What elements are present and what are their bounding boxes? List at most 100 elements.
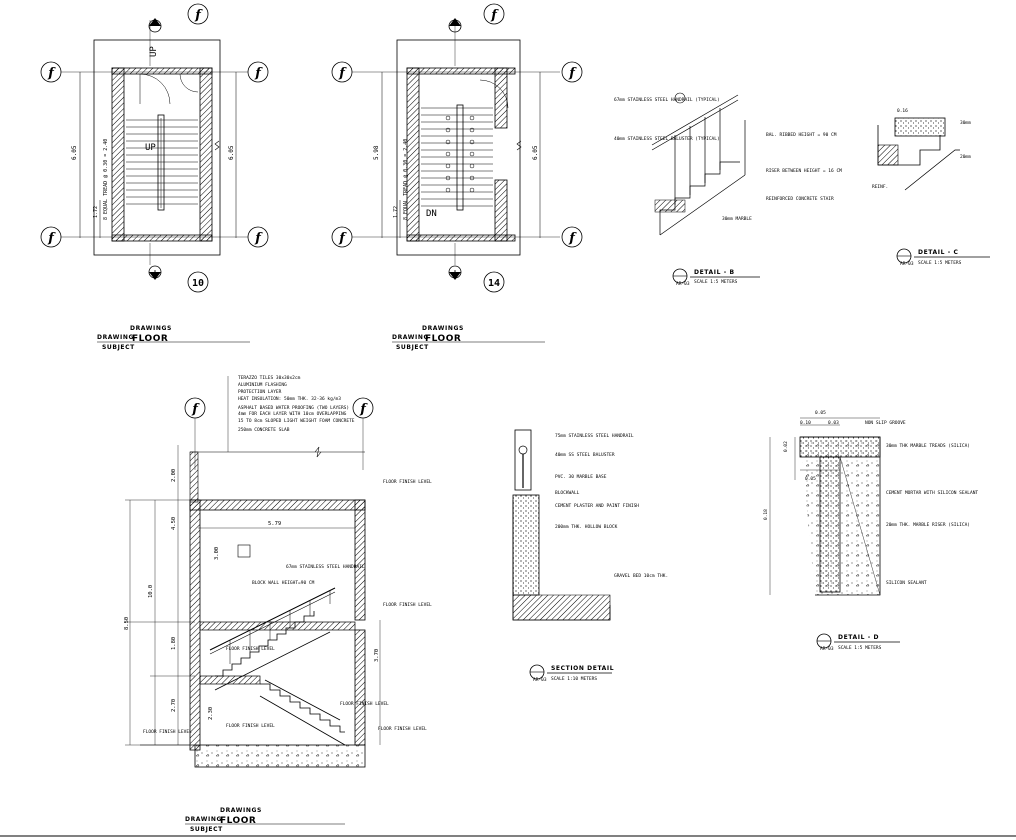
detail-a-notes: 75mm STAINLESS STEEL HANDRAIL 40mm SS ST… xyxy=(555,433,668,579)
svg-text:f: f xyxy=(47,231,56,246)
svg-text:FLOOR FINISH LEVEL: FLOOR FINISH LEVEL xyxy=(378,726,427,732)
svg-text:NON SLIP GROOVE: NON SLIP GROOVE xyxy=(865,420,906,426)
svg-text:f: f xyxy=(47,66,56,81)
stair-plan-2: f f f f f 14 A DN 5.98 6.05 1.72 8 EQUAL… xyxy=(331,3,583,293)
dn-label: DN xyxy=(426,209,437,219)
dim-left-plan1: 6.05 xyxy=(71,145,78,160)
svg-text:5.79: 5.79 xyxy=(268,521,281,527)
svg-text:30mm THK MARBLE TREADS (SILICA: 30mm THK MARBLE TREADS (SILICA) xyxy=(886,443,970,449)
svg-text:FLOOR FINISH LEVEL: FLOOR FINISH LEVEL xyxy=(143,729,192,735)
svg-text:DETAIL - D: DETAIL - D xyxy=(838,634,879,641)
svg-text:TERAZZO TILES 30x30x2cm: TERAZZO TILES 30x30x2cm xyxy=(238,375,301,381)
svg-text:0.03: 0.03 xyxy=(828,420,839,426)
svg-text:1.72: 1.72 xyxy=(93,206,99,218)
grid-bubble: 14 xyxy=(483,271,505,293)
svg-text:SCALE 1:10 METERS: SCALE 1:10 METERS xyxy=(551,676,597,682)
svg-text:75mm STAINLESS STEEL HANDRAIL: 75mm STAINLESS STEEL HANDRAIL xyxy=(555,433,634,439)
grid-bubble: f xyxy=(187,3,209,25)
stair-note-plan1: 8 EQUAL TREAD @ 0.30 = 2.40 xyxy=(103,139,109,220)
svg-text:2.70: 2.70 xyxy=(171,699,177,712)
grid-bubble: f xyxy=(247,61,269,83)
svg-text:1.72: 1.72 xyxy=(393,206,399,218)
svg-text:FLOOR FINISH LEVEL: FLOOR FINISH LEVEL xyxy=(383,602,432,608)
svg-text:UP: UP xyxy=(149,46,159,57)
svg-text:10: 10 xyxy=(192,278,204,289)
svg-text:f: f xyxy=(490,8,499,23)
svg-text:ASPHALT BASED WATER PROOFING (: ASPHALT BASED WATER PROOFING (TWO LAYERS… xyxy=(238,405,349,411)
svg-text:SUBJECT: SUBJECT xyxy=(102,344,135,351)
svg-text:BLOCKWALL: BLOCKWALL xyxy=(555,490,580,496)
svg-text:2.00: 2.00 xyxy=(171,469,177,482)
svg-text:8.50: 8.50 xyxy=(124,617,130,630)
dim-right-plan1: 6.05 xyxy=(228,145,235,160)
svg-text:DRAWINGS: DRAWINGS xyxy=(220,807,262,814)
svg-text:DETAIL - C: DETAIL - C xyxy=(918,249,958,256)
svg-text:SECTION DETAIL: SECTION DETAIL xyxy=(551,665,614,672)
up-label: UP xyxy=(145,143,156,153)
svg-text:SUBJECT: SUBJECT xyxy=(190,826,223,833)
svg-text:AR-03: AR-03 xyxy=(900,261,914,267)
svg-text:1.80: 1.80 xyxy=(171,637,177,650)
detail-b: 67mm STAINLESS STEEL HANDRAIL (TYPICAL) … xyxy=(614,92,842,287)
svg-text:f: f xyxy=(568,66,577,81)
svg-text:200mm THK. HOLLOW BLOCK: 200mm THK. HOLLOW BLOCK xyxy=(555,524,618,530)
svg-text:250mm CONCRETE SLAB: 250mm CONCRETE SLAB xyxy=(238,427,290,433)
svg-text:A: A xyxy=(453,270,456,276)
svg-text:0.16: 0.16 xyxy=(897,108,908,114)
svg-text:SILICON SEALANT: SILICON SEALANT xyxy=(886,580,927,586)
svg-text:3.70: 3.70 xyxy=(374,649,380,662)
drawing-title-plan1: DRAWINGS DRAWING FLOOR SUBJECT xyxy=(97,325,250,351)
stair-plan-1: f f f f f 10 A UP UP 6.05 6.05 1.72 8 EQ… xyxy=(40,3,269,293)
svg-text:BAL. RIBBED HEIGHT = 90 CM: BAL. RIBBED HEIGHT = 90 CM xyxy=(766,132,837,138)
svg-text:40mm SS STEEL BALUSTER: 40mm SS STEEL BALUSTER xyxy=(555,452,615,458)
level-labels: FLOOR FINISH LEVEL FLOOR FINISH LEVEL FL… xyxy=(143,479,432,735)
grid-bubble: f xyxy=(40,226,62,248)
detail-b-notes: 67mm STAINLESS STEEL HANDRAIL (TYPICAL) … xyxy=(614,97,842,222)
svg-text:15 TO 8cm SLOPED LIGHT WEIGHT: 15 TO 8cm SLOPED LIGHT WEIGHT FOAM CONCR… xyxy=(238,418,355,424)
drawing-title-section: DRAWINGS DRAWING FLOOR SUBJECT xyxy=(185,807,345,833)
svg-text:PVC. 30 MARBLE BASE: PVC. 30 MARBLE BASE xyxy=(555,474,607,480)
svg-text:FLOOR FINISH LEVEL: FLOOR FINISH LEVEL xyxy=(226,646,275,652)
svg-text:f: f xyxy=(254,231,263,246)
svg-text:AR-03: AR-03 xyxy=(533,677,547,683)
svg-text:AR-03: AR-03 xyxy=(820,646,834,652)
svg-text:SCALE 1:5 METERS: SCALE 1:5 METERS xyxy=(918,260,962,266)
svg-text:FLOOR FINISH LEVEL: FLOOR FINISH LEVEL xyxy=(340,701,389,707)
svg-text:10.0: 10.0 xyxy=(148,585,154,598)
svg-text:SCALE 1:5 METERS: SCALE 1:5 METERS xyxy=(838,645,882,651)
section-marker xyxy=(448,18,462,33)
svg-text:FLOOR: FLOOR xyxy=(132,334,168,344)
detail-c-title: AR-03 DETAIL - C SCALE 1:5 METERS xyxy=(896,248,990,267)
svg-text:3.00: 3.00 xyxy=(214,547,220,560)
svg-text:GRAVEL BED 10cm THK.: GRAVEL BED 10cm THK. xyxy=(614,573,668,579)
svg-text:2.30: 2.30 xyxy=(208,707,214,720)
svg-text:SCALE 1:5 METERS: SCALE 1:5 METERS xyxy=(694,279,738,285)
stair-treads-plan1 xyxy=(126,119,198,205)
svg-text:f: f xyxy=(254,66,263,81)
roof-buildup-notes: TERAZZO TILES 30x30x2cm ALUMINIUM FLASHI… xyxy=(227,375,355,452)
svg-text:30mm MARBLE: 30mm MARBLE xyxy=(722,216,752,222)
svg-text:FLOOR: FLOOR xyxy=(425,334,461,344)
svg-text:0.05: 0.05 xyxy=(815,410,826,416)
svg-text:REINFORCED CONCRETE STAIR: REINFORCED CONCRETE STAIR xyxy=(766,196,834,202)
svg-text:DRAWING: DRAWING xyxy=(185,816,222,823)
svg-text:REINF.: REINF. xyxy=(872,184,888,190)
svg-text:f: f xyxy=(338,231,347,246)
detail-a-title: AR-03 SECTION DETAIL SCALE 1:10 METERS xyxy=(529,664,614,683)
svg-text:SUBJECT: SUBJECT xyxy=(396,344,429,351)
svg-text:PROTECTION LAYER: PROTECTION LAYER xyxy=(238,389,282,395)
svg-text:A: A xyxy=(153,270,156,276)
detail-c: 0.16 30mm 20mm REINF. AR-03 DETAIL - C S… xyxy=(872,108,990,267)
grid-bubble: f xyxy=(40,61,62,83)
svg-text:DRAWING: DRAWING xyxy=(97,334,134,341)
grid-bubble: f xyxy=(331,226,353,248)
svg-text:DRAWINGS: DRAWINGS xyxy=(130,325,172,332)
svg-text:0.02: 0.02 xyxy=(783,441,789,452)
grid-bubble: f xyxy=(247,226,269,248)
stair-section: f f xyxy=(124,375,432,768)
svg-text:f: f xyxy=(191,402,200,417)
svg-text:CEMENT PLASTER AND PAINT FINIS: CEMENT PLASTER AND PAINT FINISH xyxy=(555,503,639,509)
svg-text:FLOOR FINISH LEVEL: FLOOR FINISH LEVEL xyxy=(383,479,432,485)
section-marker: A xyxy=(448,265,462,280)
